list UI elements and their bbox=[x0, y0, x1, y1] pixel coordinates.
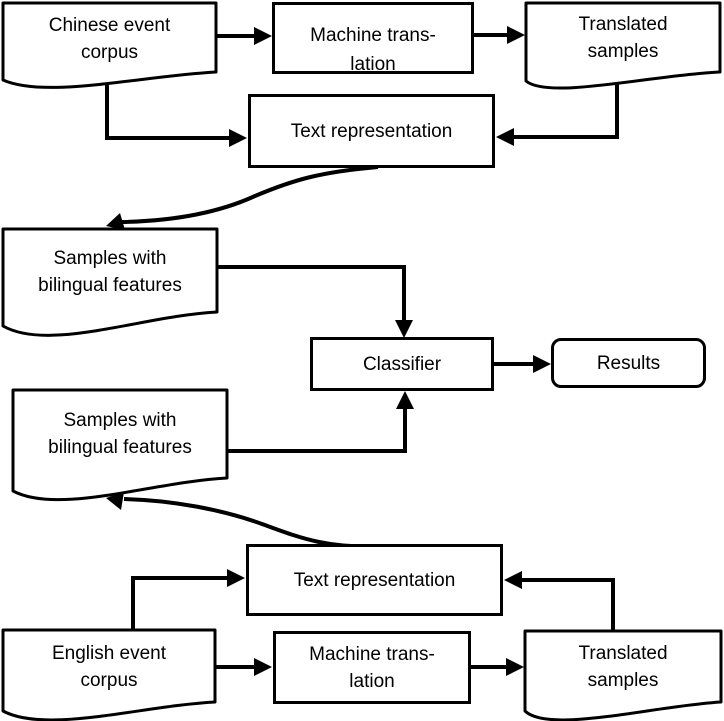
arrowhead bbox=[395, 320, 413, 338]
node-label-line: Translated bbox=[578, 643, 668, 664]
arrowheads bbox=[227, 26, 551, 676]
node-english-event-corpus: English event corpus bbox=[3, 630, 215, 703]
node-label-line: bilingual features bbox=[38, 275, 182, 296]
node-label-line: Machine trans- bbox=[309, 643, 435, 665]
node-samples-bilingual-bottom: Samples with bilingual features bbox=[13, 390, 227, 478]
edge-samples-bottom-to-classifier-line bbox=[227, 407, 407, 453]
node-label-line: English event bbox=[51, 642, 167, 664]
node-samples-bilingual-top: Samples with bilingual features bbox=[3, 229, 217, 315]
node-label-line: Samples with bbox=[63, 410, 177, 431]
node-label-line: Classifier bbox=[362, 353, 442, 375]
arrowhead bbox=[396, 391, 414, 409]
node-translated-samples-top: Translated samples bbox=[526, 3, 720, 73]
arrowhead bbox=[254, 658, 272, 676]
node-label-line: Translated bbox=[578, 14, 668, 35]
arrowhead bbox=[533, 355, 551, 373]
edge-english-to-textrep-line bbox=[131, 576, 229, 632]
doc-shape-translated-samples-bottom bbox=[523, 629, 723, 721]
edge-translated-to-textrep-top-line bbox=[513, 76, 619, 139]
node-label-line: corpus bbox=[80, 669, 138, 691]
curved-arrowheads bbox=[106, 213, 125, 510]
node-label-line: Text representation bbox=[290, 120, 453, 142]
arrowhead bbox=[106, 492, 124, 510]
node-text-representation-top: Text representation bbox=[248, 94, 495, 168]
arrowhead bbox=[254, 27, 272, 45]
node-label-line: lation bbox=[349, 670, 395, 692]
node-label-line: Samples with bbox=[53, 248, 167, 269]
doc-shape-samples-bilingual-top bbox=[1, 227, 219, 337]
node-label-line: Chinese event bbox=[48, 15, 171, 36]
doc-shape-translated-samples-top bbox=[524, 1, 722, 90]
doc-shape-samples-bilingual-bottom bbox=[11, 388, 229, 502]
edge-chinese-to-textrep-line bbox=[105, 78, 230, 140]
arrowhead bbox=[229, 129, 247, 147]
edge-textrep-to-samples-top-curve bbox=[121, 165, 379, 224]
connectors bbox=[105, 33, 619, 669]
edge-textrep-to-samples-bottom-curve bbox=[123, 497, 383, 549]
node-machine-translation-bottom: Machine trans- lation bbox=[273, 631, 471, 704]
arrowhead bbox=[496, 128, 514, 146]
arrowhead bbox=[507, 26, 525, 44]
node-results: Results bbox=[551, 338, 706, 388]
arrowhead bbox=[227, 569, 245, 587]
node-label-line: Text representation bbox=[293, 569, 456, 591]
edge-samples-top-to-classifier-line bbox=[217, 265, 406, 323]
arrowhead bbox=[506, 658, 524, 676]
node-label-line: Machine trans- bbox=[310, 25, 436, 46]
arrowhead bbox=[106, 213, 125, 230]
node-machine-translation-top: Machine trans- lation bbox=[272, 2, 474, 74]
node-label-line: samples bbox=[587, 41, 659, 62]
node-label-line: corpus bbox=[80, 42, 139, 63]
node-classifier: Classifier bbox=[310, 337, 494, 391]
node-text-representation-bottom: Text representation bbox=[246, 544, 503, 616]
doc-shape-english-event-corpus bbox=[1, 628, 217, 721]
node-label-line: Results bbox=[596, 352, 661, 374]
node-translated-samples-bottom: Translated samples bbox=[525, 631, 721, 703]
node-label-line: lation bbox=[350, 54, 396, 74]
node-label-line: samples bbox=[587, 670, 659, 691]
node-chinese-event-corpus: Chinese event corpus bbox=[3, 3, 216, 75]
edge-translated-to-textrep-bottom-line bbox=[520, 578, 615, 633]
arrowhead bbox=[504, 571, 522, 589]
node-label-line: bilingual features bbox=[48, 437, 192, 458]
doc-shape-chinese-event-corpus bbox=[1, 1, 218, 89]
